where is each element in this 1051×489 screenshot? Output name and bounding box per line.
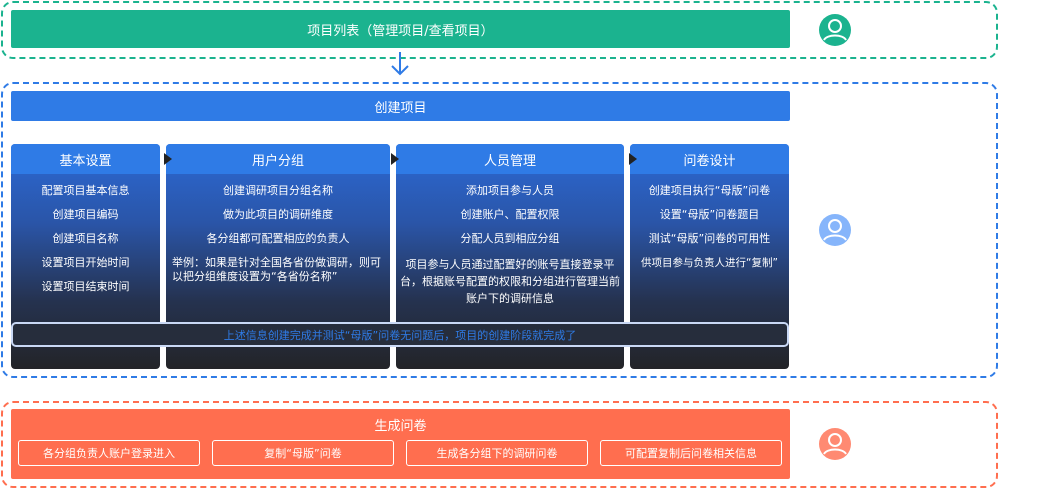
column-title: 人员管理 <box>396 144 624 174</box>
list-item: 添加项目参与人员 <box>466 184 554 197</box>
step-configure-copy[interactable]: 可配置复制后问卷相关信息 <box>600 440 782 466</box>
list-item: 各分组都可配置相应的负责人 <box>206 232 350 245</box>
list-item: 创建项目编码 <box>52 208 119 221</box>
column-title: 问卷设计 <box>630 144 789 174</box>
list-item: 测试“母版”问卷的可用性 <box>648 232 771 245</box>
generate-survey-panel <box>11 409 790 479</box>
list-item: 做为此项目的调研维度 <box>223 208 333 221</box>
list-item: 配置项目基本信息 <box>41 184 130 197</box>
user-avatar-icon <box>819 214 851 246</box>
stage-list-container <box>1 1 998 59</box>
stage-create-container <box>1 82 998 378</box>
list-item: 设置“母版”问卷题目 <box>659 208 760 221</box>
list-item: 设置项目结束时间 <box>41 280 130 293</box>
create-project-bar[interactable]: 创建项目 <box>11 91 790 121</box>
list-item: 创建项目名称 <box>52 232 119 245</box>
arrow-down-icon <box>391 52 409 76</box>
column-title: 基本设置 <box>11 144 160 174</box>
arrow-right-icon <box>164 153 172 165</box>
column-basic-settings: 基本设置 配置项目基本信息 创建项目编码 创建项目名称 设置项目开始时间 设置项… <box>11 144 160 369</box>
stage-generate-container <box>1 401 998 488</box>
step-login[interactable]: 各分组负责人账户登录进入 <box>18 440 200 466</box>
list-item: 分配人员到相应分组 <box>460 232 560 245</box>
arrow-right-icon <box>629 153 637 165</box>
user-avatar-icon <box>819 14 851 46</box>
list-item: 供项目参与负责人进行“复制” <box>641 257 778 269</box>
user-avatar-icon <box>819 428 851 460</box>
list-item: 项目参与人员通过配置好的账号直接登录平台，根据账号配置的权限和分组进行管理当前账… <box>400 258 620 305</box>
list-item: 创建账户、配置权限 <box>460 208 560 221</box>
step-generate-group-surveys[interactable]: 生成各分组下的调研问卷 <box>406 440 588 466</box>
list-item: 创建调研项目分组名称 <box>223 184 333 197</box>
list-item: 创建项目执行“母版”问卷 <box>648 184 771 197</box>
list-item: 设置项目开始时间 <box>41 256 130 269</box>
example-note: 举例：如果是针对全国各省份做调研，则可以把分组维度设置为“各省份名称” <box>172 256 381 283</box>
generate-survey-title[interactable]: 生成问卷 <box>374 418 427 434</box>
summary-bar: 上述信息创建完成并测试“母版”问卷无问题后，项目的创建阶段就完成了 <box>11 322 789 347</box>
step-copy-template[interactable]: 复制“母版”问卷 <box>212 440 394 466</box>
arrow-right-icon <box>391 153 399 165</box>
project-list-bar[interactable]: 项目列表（管理项目/查看项目） <box>11 10 790 48</box>
column-title: 用户分组 <box>166 144 390 174</box>
